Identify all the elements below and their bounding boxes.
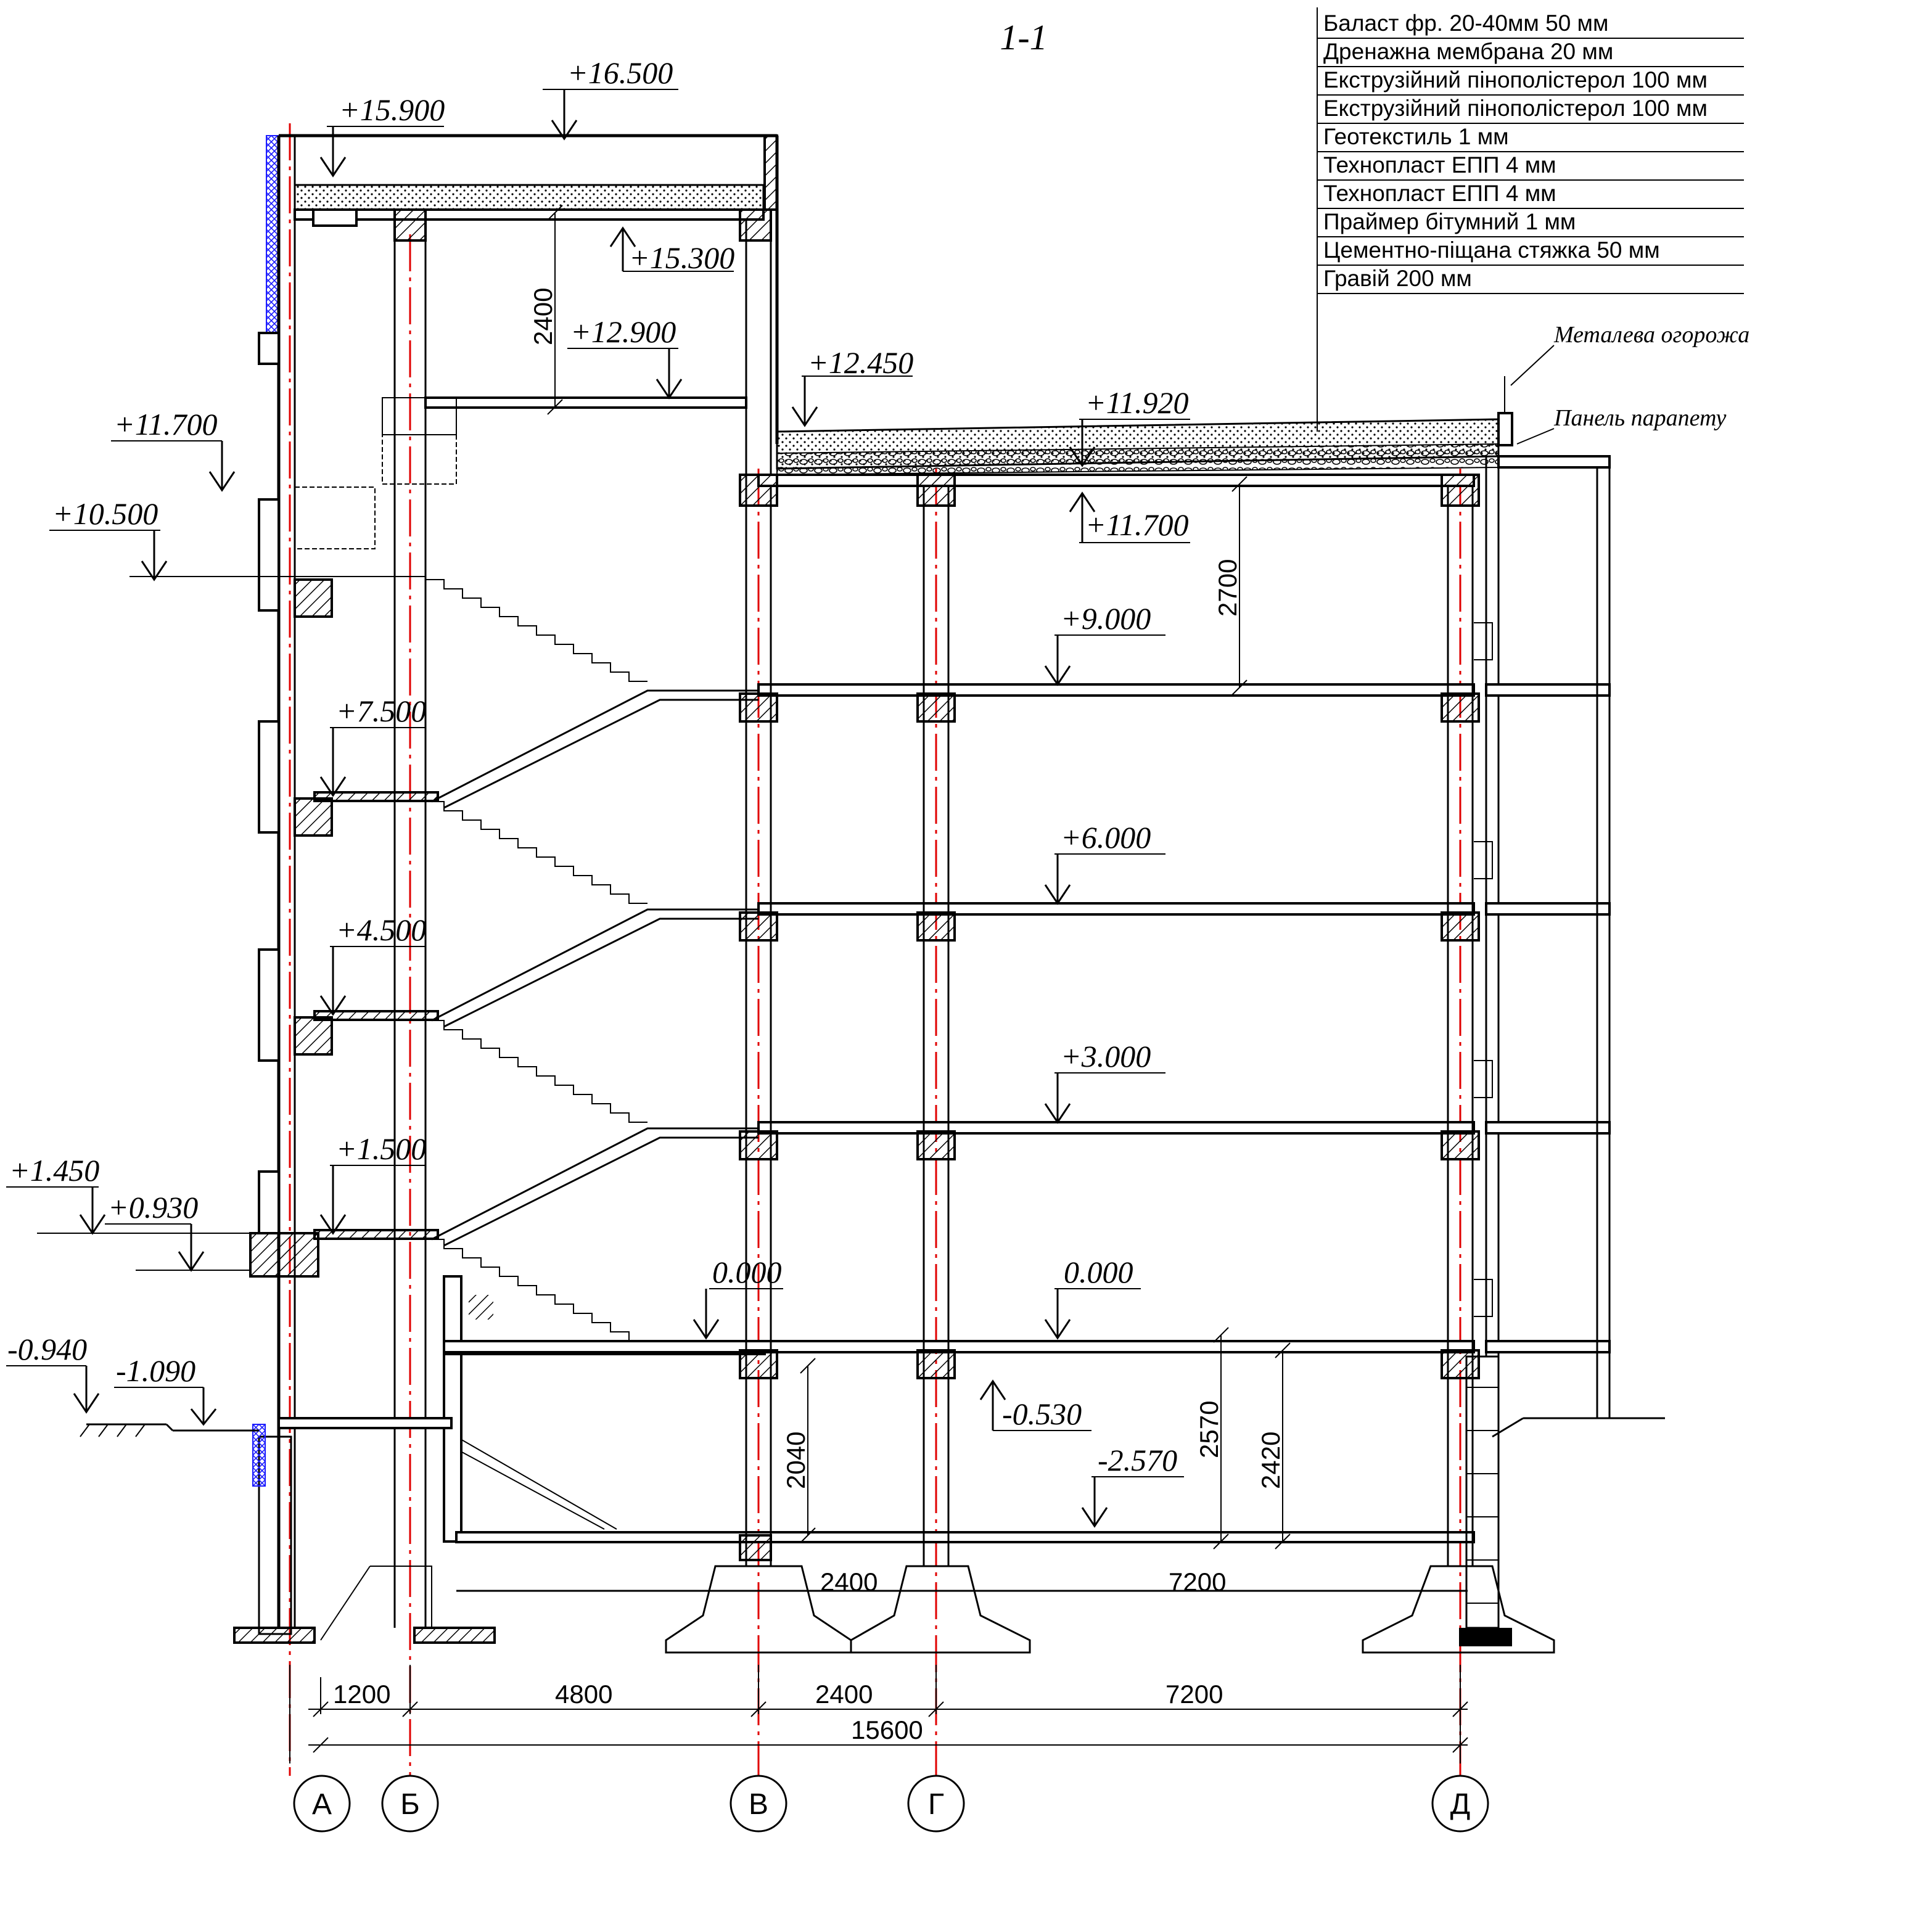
elevation-marks: +16.500 +15.900 +15.300 +12.900 +12.450 …	[6, 55, 1190, 1528]
elev-3000: +3.000	[1044, 1039, 1165, 1124]
elev-11700-left: +11.700	[111, 407, 236, 492]
svg-text:+12.450: +12.450	[808, 345, 913, 380]
dim-2420: 2420	[1256, 1432, 1285, 1489]
elev-m0940: -0.940	[6, 1332, 100, 1414]
layer-1: Баласт фр. 20-40мм 50 мм	[1323, 10, 1608, 36]
dim-2040: 2040	[781, 1432, 810, 1489]
elev-m0530: -0.530	[979, 1379, 1091, 1431]
elev-12900: +12.900	[567, 314, 683, 400]
dim-2570: 2570	[1194, 1401, 1223, 1458]
svg-text:+1.500: +1.500	[336, 1131, 426, 1166]
dim-2400-axis: 2400	[815, 1680, 873, 1709]
dim-4800: 4800	[555, 1680, 612, 1709]
dim-7200-axis: 7200	[1165, 1680, 1223, 1709]
layer-7: Технопласт ЕПП 4 мм	[1323, 181, 1556, 206]
stair-tower	[233, 134, 779, 1644]
railing-note: Металева огорожа	[1553, 322, 1749, 348]
foundations	[456, 1565, 1555, 1654]
elev-11920: +11.920	[1069, 385, 1190, 467]
svg-text:-2.570: -2.570	[1098, 1443, 1177, 1477]
right-facade	[1459, 455, 1665, 1646]
elev-4500: +4.500	[319, 913, 426, 1016]
svg-text:А: А	[312, 1788, 332, 1821]
svg-text:Д: Д	[1450, 1788, 1471, 1821]
vertical-dimensions: 2400 2700 2040 2570 2420	[528, 205, 1291, 1550]
layer-10: Гравій 200 мм	[1323, 266, 1472, 291]
svg-text:0.000: 0.000	[1064, 1255, 1133, 1289]
columns	[739, 474, 1480, 1566]
svg-text:+11.920: +11.920	[1085, 385, 1189, 420]
layer-5: Геотекстиль 1 мм	[1323, 124, 1509, 149]
svg-text:+11.700: +11.700	[1085, 507, 1189, 542]
svg-text:+15.300: +15.300	[629, 240, 734, 275]
elev-1450: +1.450	[6, 1153, 250, 1235]
elev-10500: +10.500	[49, 496, 425, 581]
svg-text:+3.000: +3.000	[1061, 1039, 1151, 1074]
svg-text:0.000: 0.000	[712, 1255, 782, 1289]
elev-0930: +0.930	[105, 1190, 250, 1272]
axis-D: Д	[1431, 1775, 1489, 1833]
svg-text:+10.500: +10.500	[52, 496, 158, 531]
dim-inner-7200: 7200	[1169, 1567, 1226, 1596]
section-title: 1-1	[1000, 17, 1047, 57]
svg-text:+11.700: +11.700	[114, 407, 218, 441]
elev-m2570: -2.570	[1081, 1443, 1184, 1528]
parapet-note: Панель парапету	[1553, 405, 1726, 431]
elev-12450: +12.450	[791, 345, 913, 427]
svg-text:Г: Г	[928, 1788, 944, 1821]
svg-text:+9.000: +9.000	[1061, 601, 1151, 636]
elev-6000: +6.000	[1044, 820, 1165, 905]
svg-text:-1.090: -1.090	[116, 1353, 195, 1388]
svg-text:+0.930: +0.930	[108, 1190, 198, 1225]
layer-6: Технопласт ЕПП 4 мм	[1323, 152, 1556, 178]
dim-2400: 2400	[528, 288, 557, 345]
elev-15300: +15.300	[609, 226, 734, 275]
layer-2: Дренажна мембрана 20 мм	[1323, 39, 1613, 64]
horizontal-dimensions: 2400 7200 1200 4800 2400 7200 15600	[289, 1567, 1468, 1763]
svg-text:В: В	[749, 1788, 768, 1821]
elev-11700-right: +11.700	[1069, 491, 1190, 543]
layer-9: Цементно-піщана стяжка 50 мм	[1323, 237, 1660, 263]
layer-3: Екструзійний пінополістерол 100 мм	[1323, 67, 1708, 92]
axis-G: Г	[907, 1775, 965, 1833]
dim-inner-2400: 2400	[820, 1567, 878, 1596]
layer-8: Праймер бітумний 1 мм	[1323, 209, 1576, 234]
dim-15600: 15600	[851, 1715, 923, 1744]
dim-1200: 1200	[333, 1680, 390, 1709]
svg-text:-0.530: -0.530	[1002, 1397, 1082, 1431]
svg-text:+16.500: +16.500	[567, 55, 673, 90]
layer-4: Екструзійний пінополістерол 100 мм	[1323, 96, 1708, 121]
elev-9000: +9.000	[1044, 601, 1165, 686]
roof-layers-legend: Баласт фр. 20-40мм 50 мм Дренажна мембра…	[1317, 7, 1744, 432]
svg-text:+15.900: +15.900	[339, 92, 445, 127]
elev-0000-left: 0.000	[693, 1255, 783, 1340]
svg-text:+4.500: +4.500	[336, 913, 426, 947]
elev-7500: +7.500	[319, 694, 426, 797]
floor-slabs	[443, 376, 1513, 1543]
axis-bubbles: А Б В Г Д	[293, 1775, 1489, 1833]
elev-15900: +15.900	[319, 92, 445, 178]
svg-text:Б: Б	[400, 1788, 420, 1821]
elev-m1090: -1.090	[114, 1353, 217, 1426]
ground-left	[80, 1423, 259, 1437]
dim-2700: 2700	[1213, 559, 1242, 617]
svg-text:+1.450: +1.450	[9, 1153, 99, 1188]
svg-text:-0.940: -0.940	[7, 1332, 87, 1366]
elev-16500: +16.500	[543, 55, 678, 141]
svg-text:+12.900: +12.900	[570, 314, 676, 349]
svg-text:+6.000: +6.000	[1061, 820, 1151, 855]
svg-text:+7.500: +7.500	[336, 694, 426, 728]
axis-A: А	[293, 1775, 351, 1833]
elev-0000-right: 0.000	[1044, 1255, 1141, 1340]
axis-V: В	[730, 1775, 787, 1833]
axis-B: Б	[381, 1775, 439, 1833]
elev-1500: +1.500	[319, 1131, 426, 1235]
